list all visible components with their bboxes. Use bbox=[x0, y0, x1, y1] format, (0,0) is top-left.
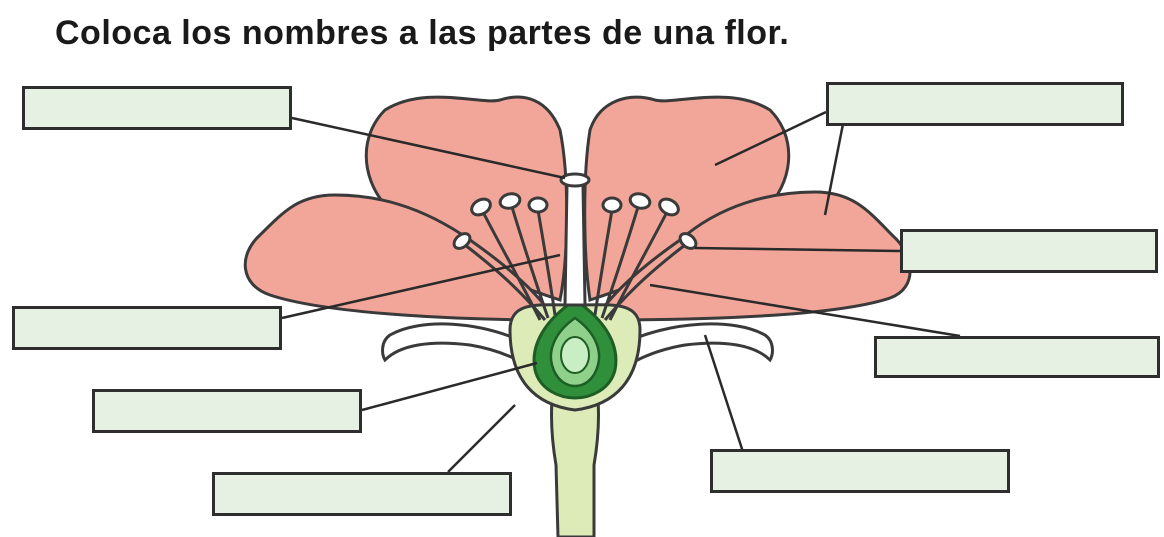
answer-box-bottom-right[interactable] bbox=[710, 449, 1010, 493]
answer-box-middle-left[interactable] bbox=[12, 306, 282, 350]
answer-box-lower-right[interactable] bbox=[874, 336, 1160, 378]
leader-line-lower-right bbox=[649, 283, 961, 338]
anther bbox=[658, 197, 680, 217]
petal-lower-left bbox=[243, 193, 558, 322]
leader-line-bottom-left bbox=[447, 404, 516, 473]
answer-box-top-right[interactable] bbox=[826, 82, 1124, 126]
filament bbox=[464, 243, 547, 321]
anther bbox=[678, 232, 698, 250]
anther bbox=[601, 196, 623, 214]
anther bbox=[498, 192, 522, 210]
anthers bbox=[452, 192, 698, 250]
answer-box-middle-right[interactable] bbox=[900, 229, 1158, 273]
leader-line-lower-left bbox=[361, 361, 538, 412]
filament bbox=[600, 206, 640, 319]
filament bbox=[603, 243, 686, 321]
anther bbox=[628, 192, 652, 210]
leader-line-top-left bbox=[291, 116, 566, 180]
filament bbox=[536, 209, 557, 316]
stamens bbox=[464, 206, 686, 321]
leader-line-bottom-right bbox=[703, 334, 745, 453]
stem bbox=[550, 398, 600, 537]
anther bbox=[470, 197, 492, 217]
sepal-left bbox=[381, 322, 538, 374]
ovule bbox=[560, 336, 590, 374]
worksheet-title: Coloca los nombres a las partes de una f… bbox=[55, 14, 790, 52]
style bbox=[563, 183, 587, 307]
filament bbox=[593, 209, 614, 316]
leader-line-top-right-2 bbox=[823, 123, 845, 216]
leader-line-middle-left bbox=[281, 253, 561, 320]
anther bbox=[452, 232, 472, 250]
anther bbox=[527, 196, 549, 214]
stigma bbox=[559, 172, 591, 188]
leader-line-middle-right bbox=[694, 246, 901, 253]
sepal-right bbox=[618, 322, 774, 373]
leader-line-top-right-1 bbox=[714, 110, 827, 167]
answer-box-bottom-left[interactable] bbox=[212, 472, 512, 516]
answer-box-lower-left[interactable] bbox=[92, 389, 362, 433]
leader-lines bbox=[281, 110, 961, 473]
answer-box-top-left[interactable] bbox=[22, 86, 292, 130]
filament bbox=[510, 206, 550, 319]
